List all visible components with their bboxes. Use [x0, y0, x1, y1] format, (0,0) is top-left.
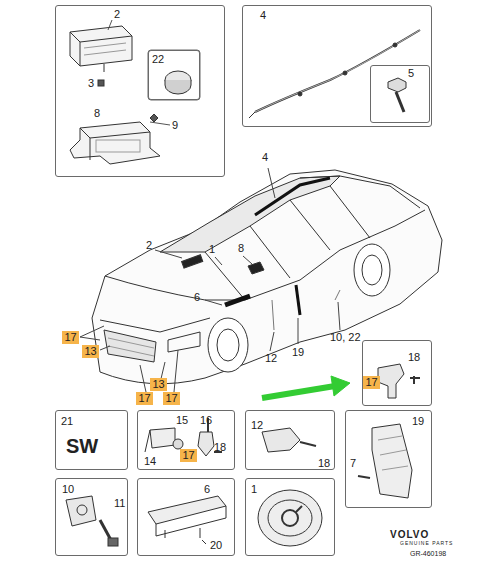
callout-number: 17 — [64, 332, 76, 343]
highlighted-callout: 17 — [180, 449, 197, 462]
part-panel: 2 3 8 9 22 — [55, 5, 225, 177]
part-panel: 15 16 14 18 17 — [137, 410, 235, 470]
callout-number: 1 — [209, 244, 215, 255]
callout-number: 8 — [238, 243, 244, 254]
part-panel: 5 — [370, 65, 430, 123]
highlighted-callout: 17 — [136, 392, 153, 405]
callout-number: 9 — [172, 120, 178, 131]
part-panel: 10 11 — [55, 478, 128, 556]
highlighted-callout: 17 — [62, 331, 79, 344]
callout-number: 18 — [408, 352, 420, 363]
callout-number: 7 — [350, 458, 356, 469]
brand-mark: VOLVO — [390, 530, 429, 540]
callout-number: 17 — [182, 450, 194, 461]
callout-number: 12 — [265, 353, 277, 364]
callout-number: 19 — [292, 347, 304, 358]
part-panel: 1817 — [362, 340, 432, 406]
callout-number: 12 — [251, 420, 263, 431]
part-panel: 1 — [245, 478, 335, 556]
callout-number: 13 — [84, 346, 96, 357]
callout-number: 8 — [94, 108, 100, 119]
callout-number: 21 — [61, 416, 73, 427]
highlighted-callout: 13 — [82, 345, 99, 358]
callout-number: 4 — [260, 10, 266, 21]
callout-number: 17 — [165, 393, 177, 404]
callout-number: 15 — [176, 415, 188, 426]
callout-number: 6 — [204, 484, 210, 495]
callout-number: 13 — [152, 379, 164, 390]
callout-number: 17 — [365, 377, 377, 388]
bolt-5 — [388, 78, 406, 112]
callout-number: 18 — [214, 442, 226, 453]
car-outline — [92, 170, 442, 384]
highlighted-callout: 13 — [150, 378, 167, 391]
part-panel: 19 7 — [345, 410, 432, 508]
callout-number: 20 — [210, 540, 222, 551]
callout-number: 1 — [251, 484, 257, 495]
callout-number: 5 — [408, 68, 414, 79]
part-panel: 21SW — [55, 410, 128, 470]
callout-number: 18 — [318, 458, 330, 469]
callout-number: 10 — [62, 484, 74, 495]
callout-number: 14 — [144, 456, 156, 467]
callout-number: 17 — [138, 393, 150, 404]
callout-number: 3 — [88, 78, 94, 89]
callout-number: 22 — [152, 54, 164, 65]
callout-number: 19 — [412, 416, 424, 427]
callout-number: 6 — [194, 292, 200, 303]
highlighted-callout: 17 — [363, 376, 380, 389]
callout-number: 2 — [114, 9, 120, 20]
callout-number: 11 — [114, 498, 125, 509]
part-panel: 6 20 — [137, 478, 235, 556]
airbag-module-2 — [70, 20, 132, 86]
callout-number: 4 — [262, 152, 268, 163]
highlighted-callout: 17 — [163, 392, 180, 405]
brand-mark: GR-460198 — [410, 550, 446, 557]
leader-lines — [80, 168, 340, 392]
part-panel: 12 18 — [245, 410, 335, 470]
callout-number: 2 — [146, 240, 152, 251]
callout-number: 16 — [200, 415, 212, 426]
control-module-8 — [70, 114, 170, 164]
part-panel: 22 — [148, 50, 200, 100]
callout-number: 10, 22 — [330, 332, 361, 343]
brand-mark: GENUINE PARTS — [400, 541, 453, 546]
part-panel: 45 — [242, 5, 432, 127]
callout-number: SW — [66, 436, 98, 456]
